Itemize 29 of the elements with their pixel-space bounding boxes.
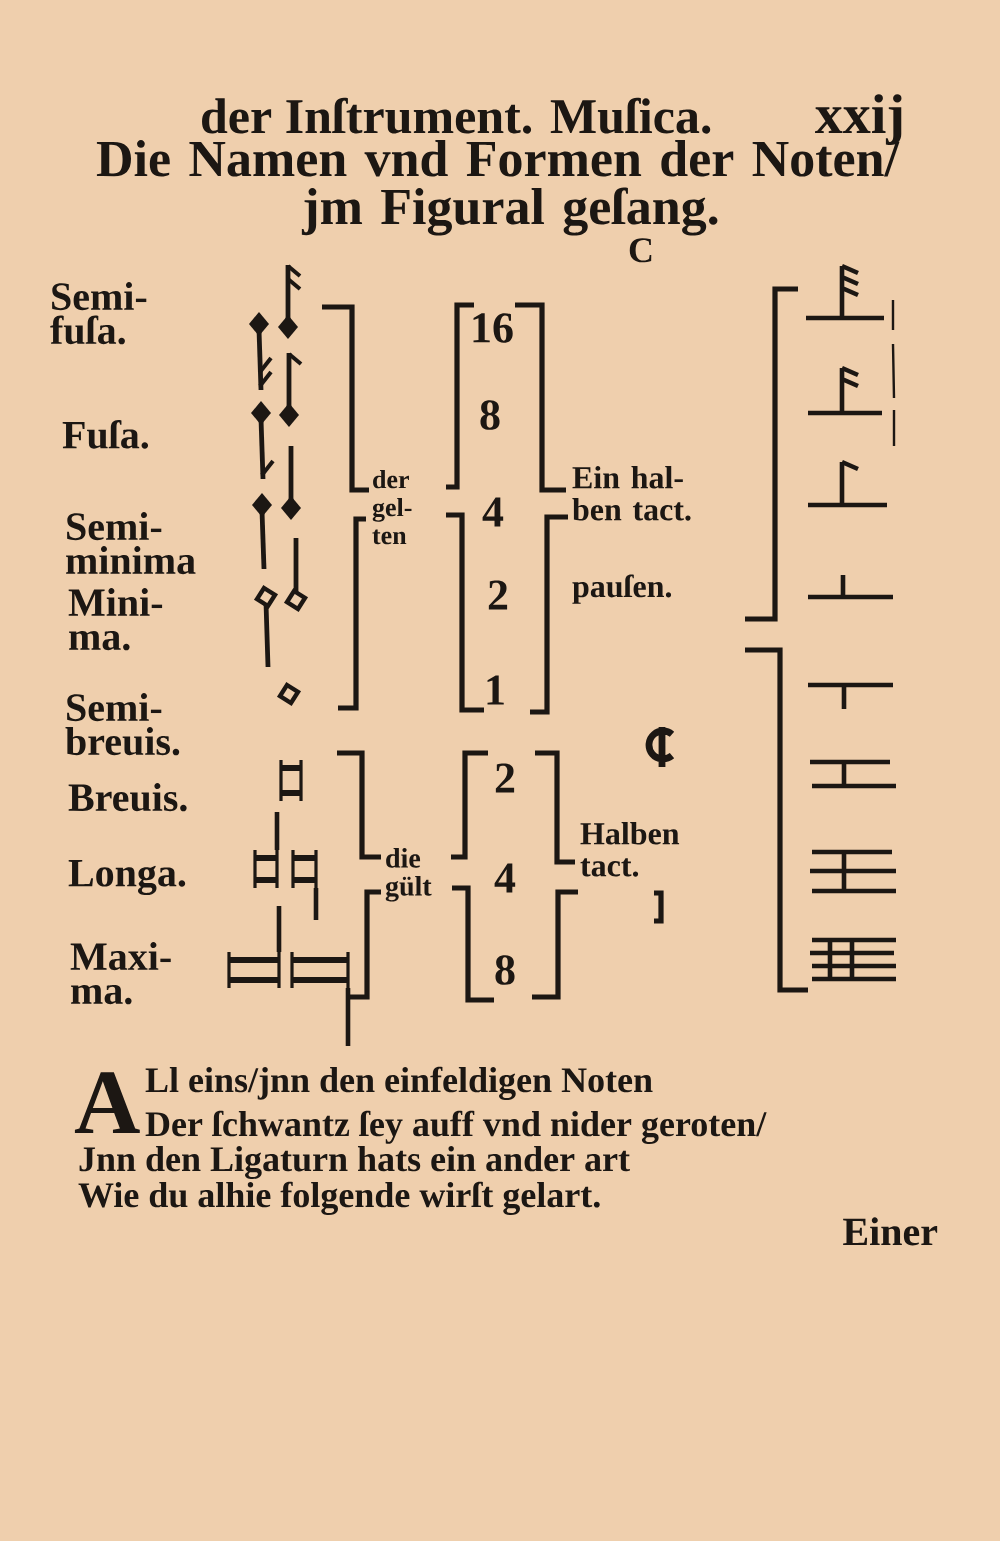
signature-mark: C	[629, 238, 652, 263]
value-number: 2	[495, 763, 515, 793]
verse-line: Der ſchwantz ſey auff vnd nider geroten/	[145, 1110, 767, 1144]
note-name: Semi- minima	[66, 512, 196, 575]
value-number: 4	[482, 497, 504, 527]
value-number: 8	[495, 955, 515, 985]
note-name: Mini- ma.	[68, 588, 163, 651]
value-number: 2	[488, 580, 508, 610]
value-number: 8	[480, 400, 500, 430]
bracket-label: Ein hal- ben tact.	[572, 466, 691, 521]
verse-line: Jnn den Ligaturn hats ein ander art	[79, 1146, 630, 1179]
note-name: Semi- breuis.	[65, 693, 180, 756]
bracket-label: pauſen.	[572, 574, 672, 604]
bracket-label: der gel- ten	[372, 470, 412, 545]
verse-line: Ll eins/jnn den einfeldigen Noten	[145, 1066, 653, 1100]
note-name: Semi- fuſa.	[50, 282, 147, 345]
note-name: Maxi- ma.	[70, 942, 171, 1005]
bracket-label: Halben tact.	[580, 822, 680, 877]
note-name: Fuſa.	[62, 420, 149, 449]
note-name: Longa.	[68, 860, 186, 895]
note-name: Breuis.	[68, 783, 187, 812]
running-head: der Inſtrument. Muſica.	[202, 97, 711, 134]
verse-line: Wie du alhie folgende wirſt gelart.	[78, 1181, 600, 1215]
value-number: 16	[473, 313, 513, 343]
bracket-label: die gült	[385, 848, 432, 902]
catchword: Einer	[843, 1217, 938, 1246]
drop-cap: A	[74, 1072, 140, 1133]
value-number: 1	[487, 675, 504, 705]
value-number: 4	[494, 863, 516, 893]
